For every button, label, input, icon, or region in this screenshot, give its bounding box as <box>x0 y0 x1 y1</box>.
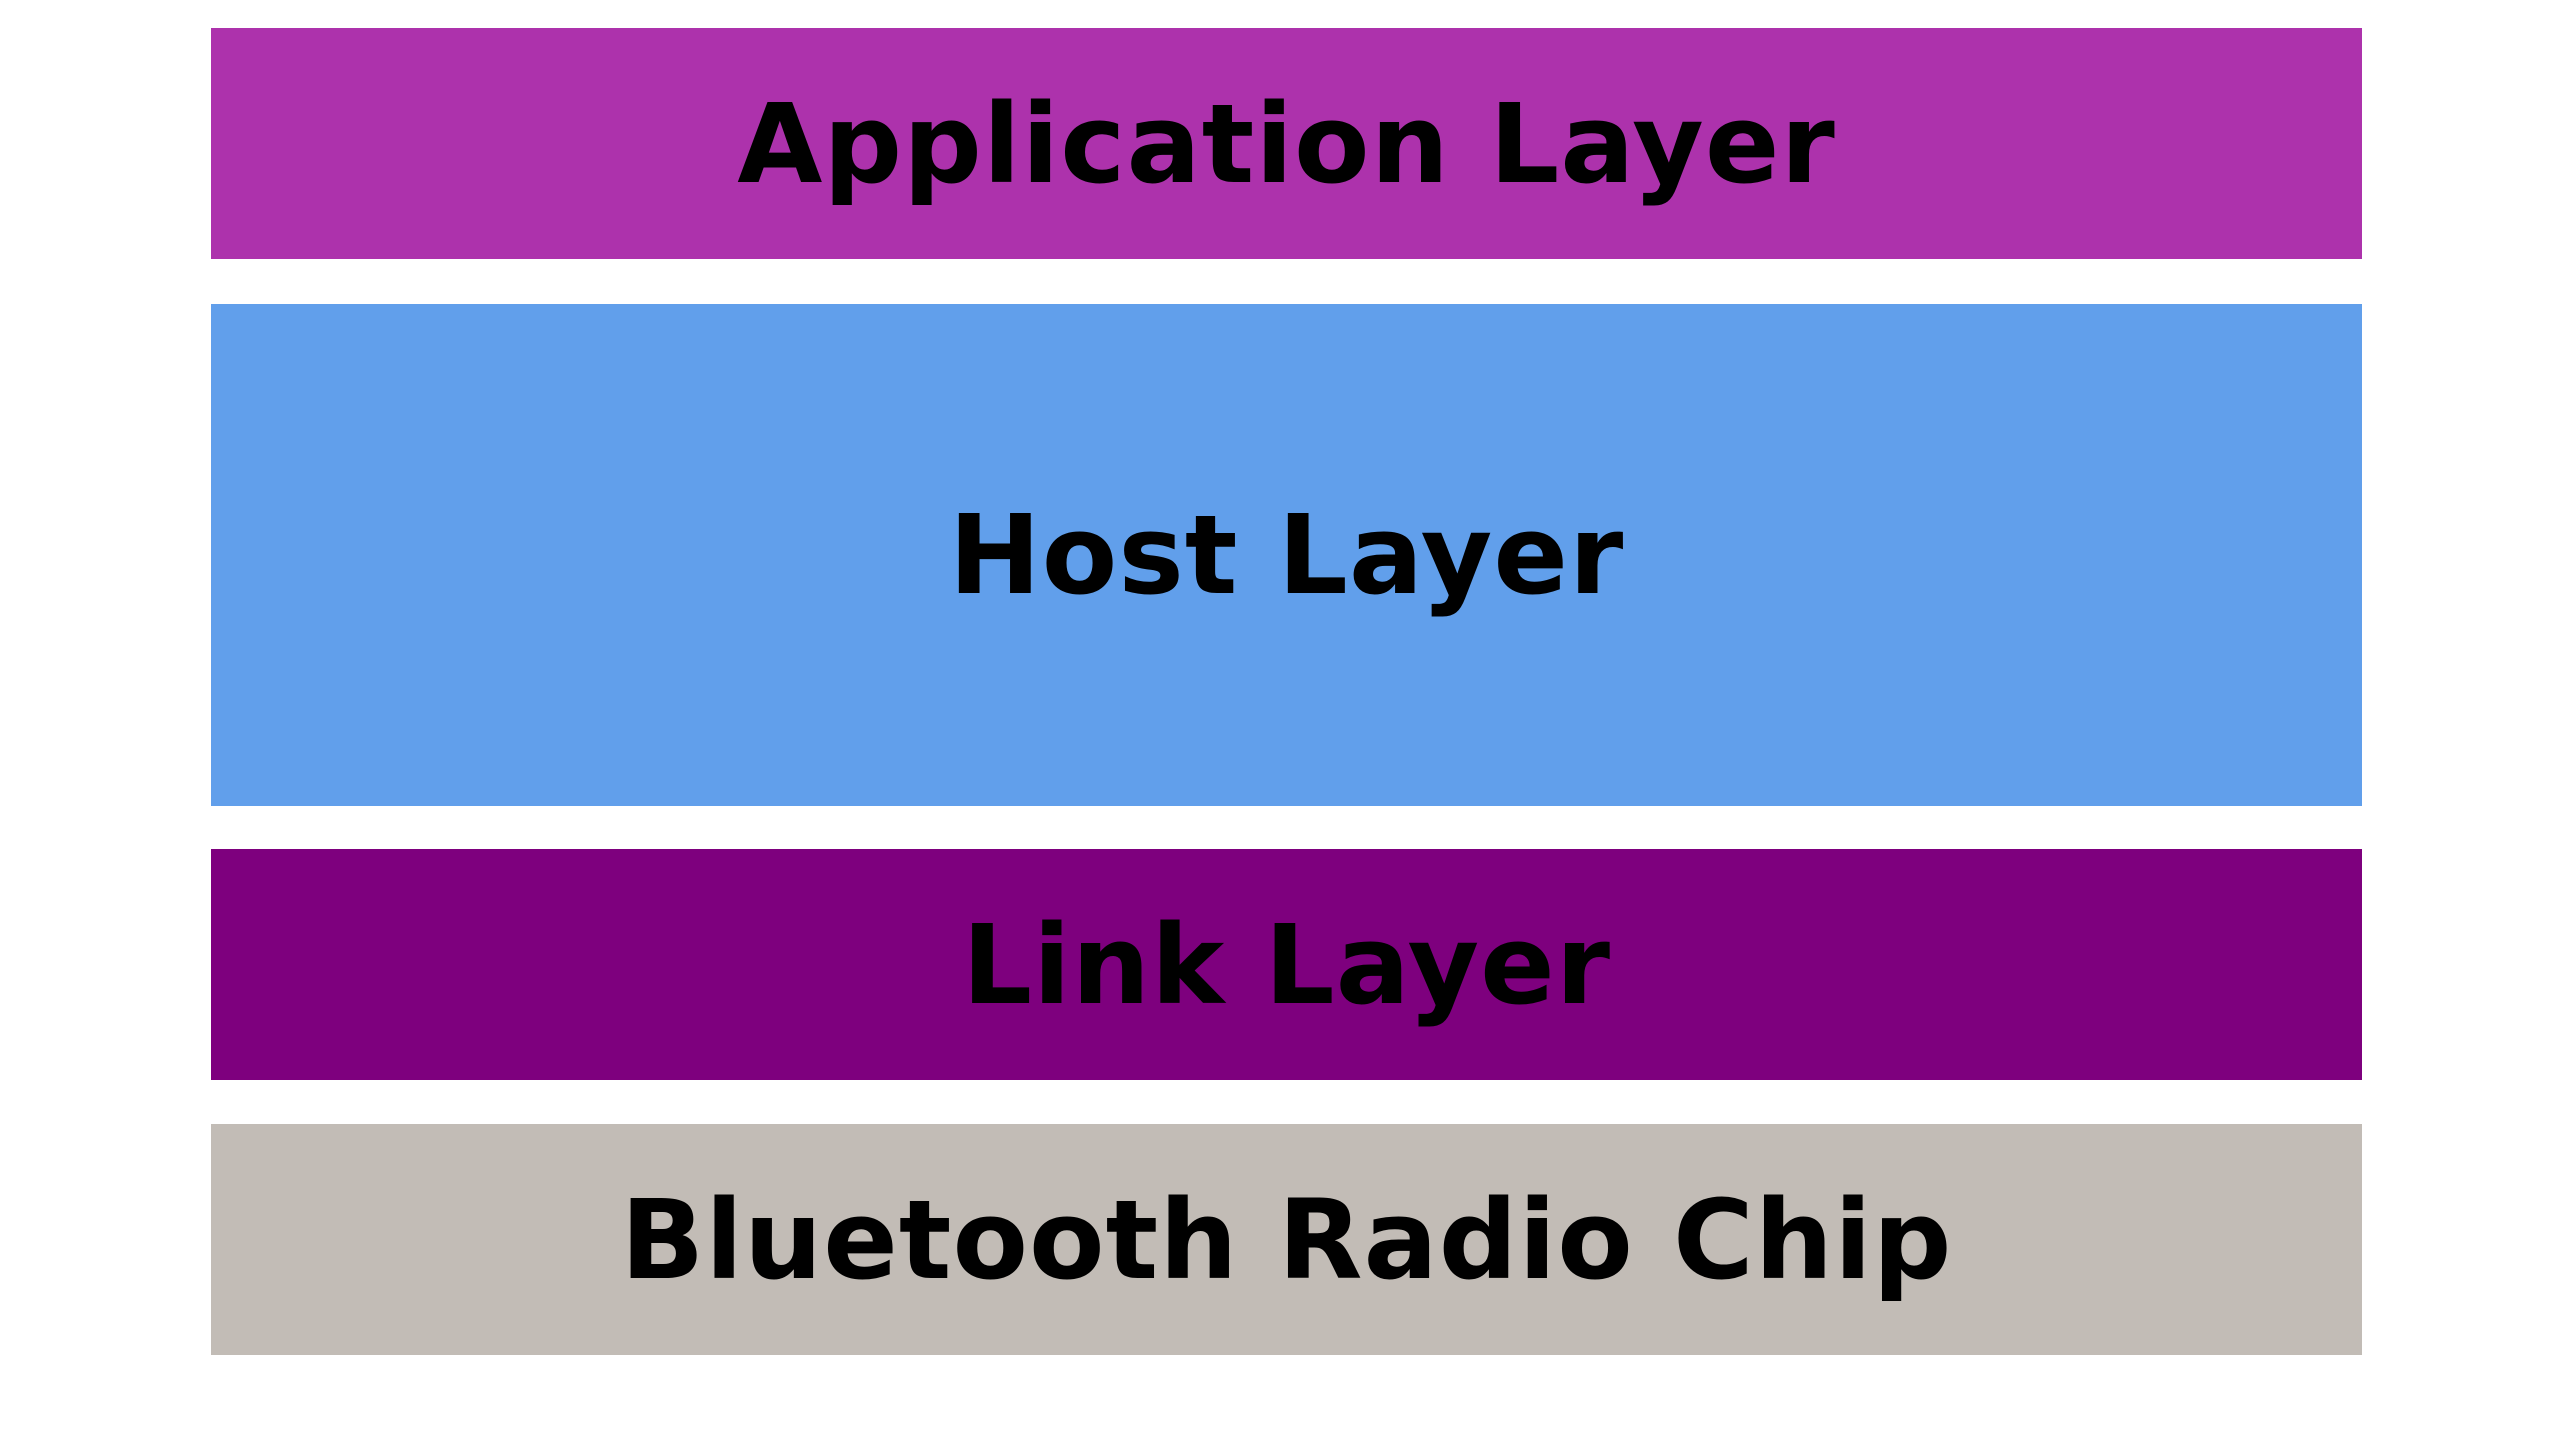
application-layer-block: Application Layer <box>211 28 2362 259</box>
host-layer-block: Host Layer <box>211 304 2362 806</box>
host-layer-label: Host Layer <box>948 491 1625 619</box>
bluetooth-radio-chip-block: Bluetooth Radio Chip <box>211 1124 2362 1355</box>
link-layer-label: Link Layer <box>961 900 1612 1029</box>
link-layer-block: Link Layer <box>211 849 2362 1080</box>
application-layer-label: Application Layer <box>737 79 1836 208</box>
bluetooth-radio-chip-label: Bluetooth Radio Chip <box>620 1175 1953 1304</box>
